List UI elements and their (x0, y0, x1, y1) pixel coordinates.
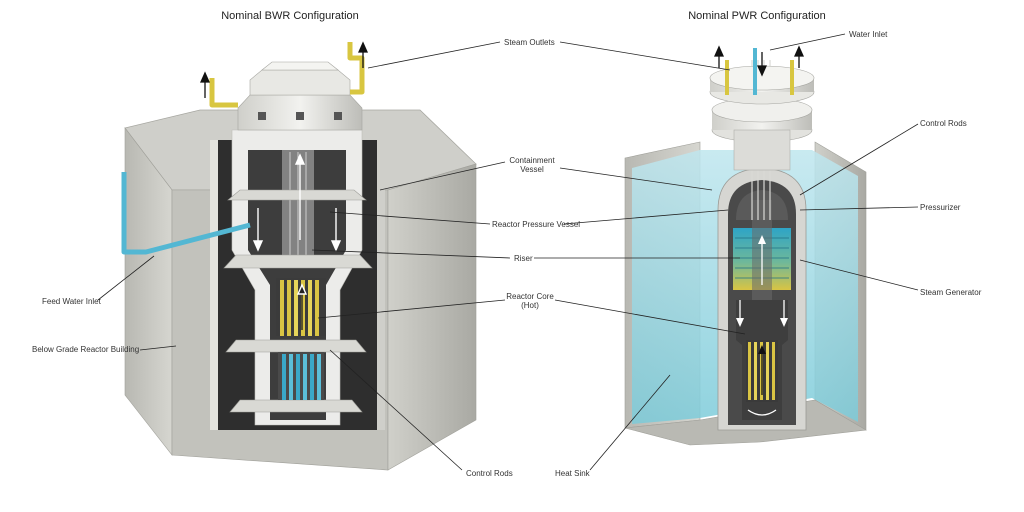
bwr-steam-outlet-pipes (209, 42, 365, 108)
leader-lines (97, 33, 919, 471)
label-steam-generator: Steam Generator (920, 288, 982, 297)
bwr-platform-mid (223, 254, 373, 269)
label-control-rods-pwr: Control Rods (920, 119, 967, 128)
label-containment-line2: Vessel (520, 165, 544, 174)
pwr-flow-arrows (736, 235, 788, 416)
bwr-vessel-head (237, 61, 363, 131)
label-riser: Riser (514, 254, 533, 263)
label-pressurizer: Pressurizer (920, 203, 961, 212)
pwr-title: Nominal PWR Configuration (688, 10, 826, 22)
label-reactor-core-line2: (Hot) (521, 301, 539, 310)
bwr-title: Nominal BWR Configuration (221, 10, 359, 22)
bwr-reactor-building (121, 41, 477, 471)
label-below-grade-building: Below Grade Reactor Building (32, 345, 140, 354)
label-steam-outlets: Steam Outlets (504, 38, 555, 47)
label-containment-line1: Containment (509, 156, 555, 165)
bwr-feed-water-pipe (121, 172, 251, 255)
pwr-reactor-building (624, 45, 867, 446)
label-reactor-pressure-vessel: Reactor Pressure Vessel (492, 220, 581, 229)
bwr-platform-top (227, 189, 367, 201)
label-heat-sink: Heat Sink (555, 469, 590, 478)
bwr-concrete-wall-right (387, 163, 477, 471)
label-control-rods-bwr: Control Rods (466, 469, 513, 478)
label-reactor-core: Reactor Core (Hot) (506, 292, 554, 310)
bwr-platform-low (225, 339, 367, 353)
bwr-steam-arrows (199, 41, 369, 98)
label-reactor-core-line1: Reactor Core (506, 292, 554, 301)
bwr-flow-arrows (252, 153, 342, 330)
pwr-top-deck (709, 65, 815, 171)
label-feed-water-inlet: Feed Water Inlet (42, 297, 101, 306)
bwr-control-rods (278, 352, 324, 400)
label-water-inlet: Water Inlet (849, 30, 888, 39)
pwr-steam-arrows (713, 45, 805, 77)
pwr-steam-outlet-pipes (725, 60, 794, 95)
label-containment-vessel: Containment Vessel (509, 156, 554, 174)
bwr-platform-base (229, 399, 363, 413)
